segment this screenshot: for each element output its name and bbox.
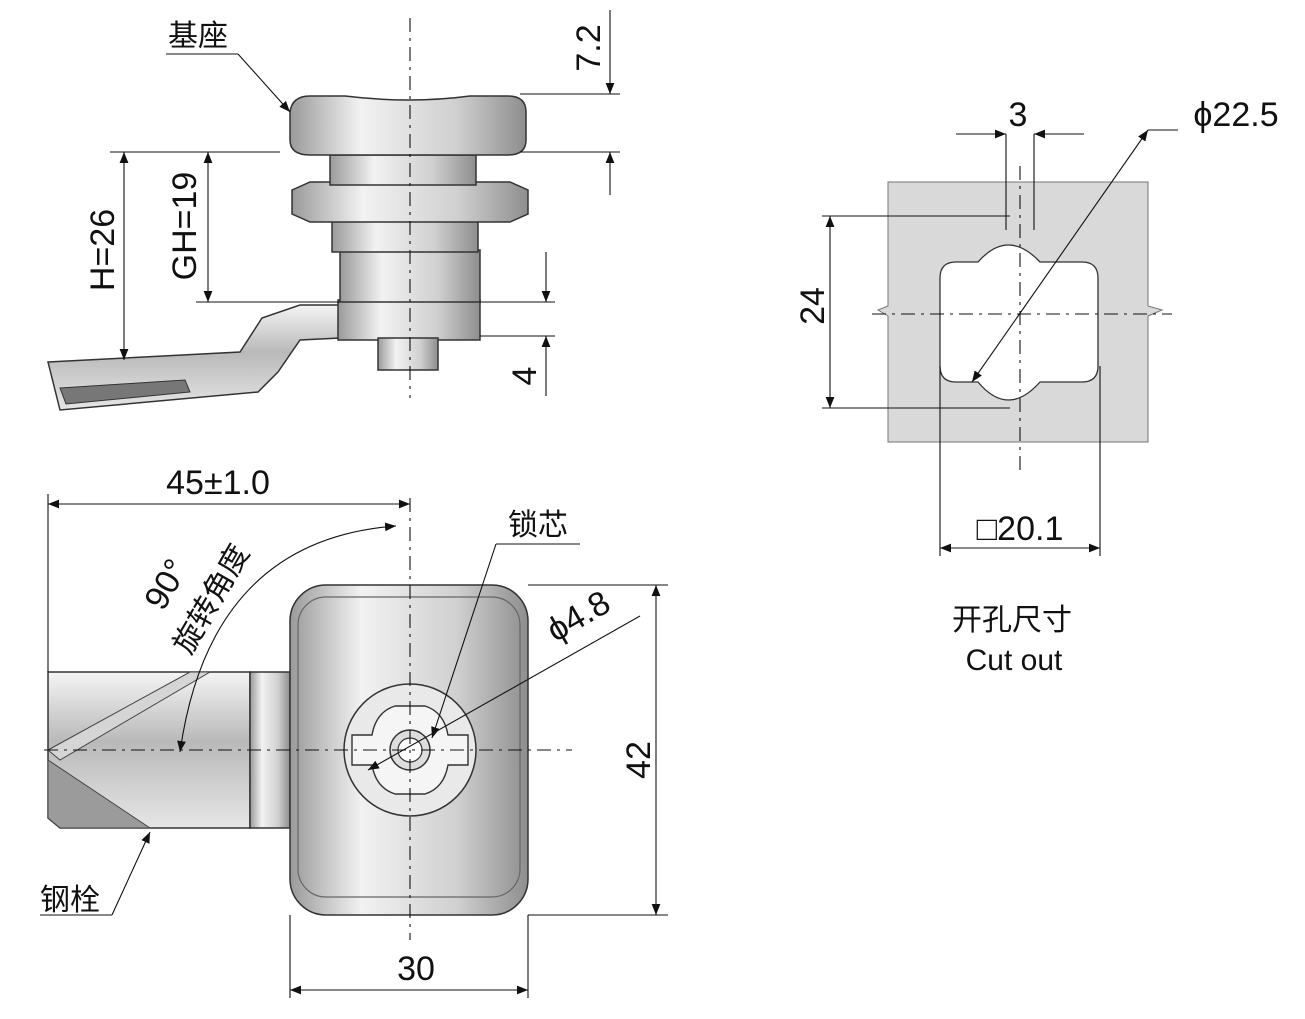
side-cam-plate <box>337 299 481 341</box>
dim-cut-dia: ϕ22.5 <box>1193 96 1278 134</box>
dim-gh-19: GH=19 <box>166 172 204 281</box>
label-rotation-angle: 旋转角度 <box>167 539 257 660</box>
label-base: 基座 <box>168 19 228 54</box>
label-cutout-cn: 开孔尺寸 <box>952 603 1072 638</box>
label-core: 锁芯 <box>508 508 568 543</box>
side-screw <box>377 337 439 371</box>
side-thread-lower <box>331 219 479 253</box>
dim-cut-24: 24 <box>794 287 832 325</box>
dim-42: 42 <box>620 741 658 779</box>
dim-h-26: H=26 <box>84 209 122 291</box>
front-view: 45±1.0 90° 旋转角度 锁芯 ϕ4.8 42 30 钢栓 <box>40 464 668 998</box>
side-view: 7.2 H=26 GH=19 4 基座 <box>47 10 620 411</box>
dim-core-dia: ϕ4.8 <box>540 583 616 649</box>
dim-cut-slot: 3 <box>1009 96 1028 134</box>
cutout-view: 3 ϕ22.5 24 □20.1 开孔尺寸 Cut out <box>794 96 1279 677</box>
dim-7-2: 7.2 <box>570 24 608 71</box>
dim-30: 30 <box>397 950 435 988</box>
side-base-head <box>289 95 527 156</box>
dim-cut-square: □20.1 <box>977 510 1064 548</box>
label-bolt: 钢栓 <box>40 883 100 918</box>
label-cutout-en: Cut out <box>966 644 1063 677</box>
cutout-hole <box>939 244 1099 401</box>
dim-45: 45±1.0 <box>166 464 270 502</box>
dim-4: 4 <box>506 367 544 386</box>
side-thread-upper <box>329 154 477 186</box>
